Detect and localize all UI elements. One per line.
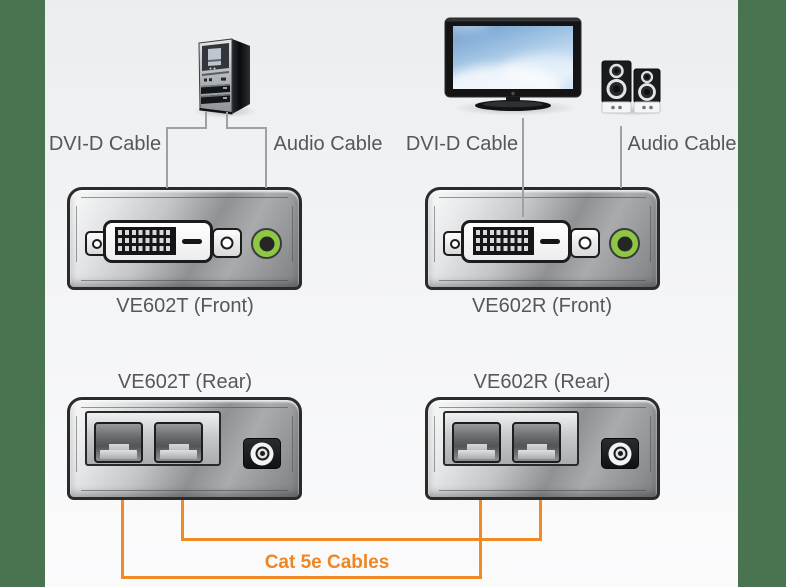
rj45-port-2 [512, 422, 561, 463]
ve602t-front-label: VE602T (Front) [116, 295, 254, 317]
dvi-pin-grid [115, 227, 176, 255]
cat5e-cables-label: Cat 5e Cables [264, 552, 390, 573]
ve602t-front-panel [67, 187, 302, 290]
screw-hole-icon [578, 236, 592, 250]
ve602t-rear-label: VE602T (Rear) [117, 371, 253, 393]
ve602r-front-panel [425, 187, 660, 290]
dvi-blade-slot [540, 239, 560, 244]
dvi-blade-slot [182, 239, 202, 244]
left-green-margin [0, 0, 45, 587]
panel-seam [76, 206, 77, 262]
panel-seam [292, 206, 293, 262]
pc-audio-cable-drop [265, 127, 267, 188]
dvi-d-port [461, 220, 571, 263]
dvi-pin-grid [473, 227, 534, 255]
rj45-slot [160, 450, 197, 459]
monitor-icon [444, 17, 582, 111]
rj45-port-2 [154, 422, 203, 463]
rj45-slot [458, 450, 495, 459]
pc-audio-cable-label: Audio Cable [273, 133, 383, 155]
panel-seam [439, 407, 646, 408]
audio-jack [251, 228, 282, 259]
panel-seam [434, 416, 435, 472]
audio-jack [609, 228, 640, 259]
panel-seam [650, 416, 651, 472]
panel-seam [439, 197, 646, 198]
pc-audio-cable-stub [226, 112, 228, 129]
cat5e-cable-r2-drop [539, 500, 542, 541]
rj45-port-1 [452, 422, 501, 463]
rj45-port-1 [94, 422, 143, 463]
panel-seam [292, 416, 293, 472]
rj45-slot [168, 444, 189, 451]
pc-audio-cable-elbow [226, 127, 267, 129]
panel-seam [650, 206, 651, 262]
dvi-screw-hole-right [212, 228, 242, 258]
display-dvi-cable-label: DVI-D Cable [405, 133, 519, 155]
speakers-shadow [599, 106, 665, 116]
cat5e-cable-upper-run [181, 538, 542, 541]
display-audio-cable-label: Audio Cable [627, 133, 737, 155]
dc-power-jack [243, 438, 281, 469]
dc-jack-pin [617, 451, 623, 456]
panel-seam [81, 197, 288, 198]
right-green-margin [738, 0, 786, 587]
rj45-panel [85, 411, 221, 466]
panel-seam [439, 490, 646, 491]
speaker-audio-cable-drop [620, 126, 622, 188]
ve602t-rear-panel [67, 397, 302, 500]
rj45-slot [466, 444, 487, 451]
rj45-slot [100, 450, 137, 459]
dvi-d-port [103, 220, 213, 263]
screw-hole-icon [450, 238, 460, 249]
speakers-icon [601, 60, 661, 114]
dvi-screw-hole-right [570, 228, 600, 258]
display-dvi-cable-drop [522, 118, 524, 217]
panel-seam [439, 280, 646, 281]
audio-jack-hole [259, 236, 274, 251]
panel-seam [81, 280, 288, 281]
cat5e-cable-t2-drop [181, 500, 184, 541]
ve602r-rear-label: VE602R (Rear) [473, 371, 611, 393]
rj45-panel [443, 411, 579, 466]
dc-jack-face [608, 442, 632, 465]
rj45-slot [526, 444, 547, 451]
cat5e-cable-lower-run [121, 576, 482, 579]
audio-jack-hole [617, 236, 632, 251]
dc-jack-face [250, 442, 274, 465]
pc-dvi-cable-elbow [166, 127, 207, 129]
panel-seam [434, 206, 435, 262]
panel-seam [81, 407, 288, 408]
screw-hole-icon [220, 236, 234, 250]
dc-jack-pin [259, 451, 265, 456]
pc-dvi-cable-stub [205, 112, 207, 129]
pc-dvi-cable-drop [166, 127, 168, 188]
ve602r-rear-panel [425, 397, 660, 500]
computer-tower-icon [198, 38, 250, 115]
panel-seam [81, 490, 288, 491]
rj45-slot [108, 444, 129, 451]
pc-dvi-cable-label: DVI-D Cable [48, 133, 162, 155]
rj45-slot [518, 450, 555, 459]
screw-hole-icon [92, 238, 102, 249]
cat5e-cable-t1-drop [121, 500, 124, 579]
dc-power-jack [601, 438, 639, 469]
ve602r-front-label: VE602R (Front) [471, 295, 613, 317]
panel-seam [76, 416, 77, 472]
